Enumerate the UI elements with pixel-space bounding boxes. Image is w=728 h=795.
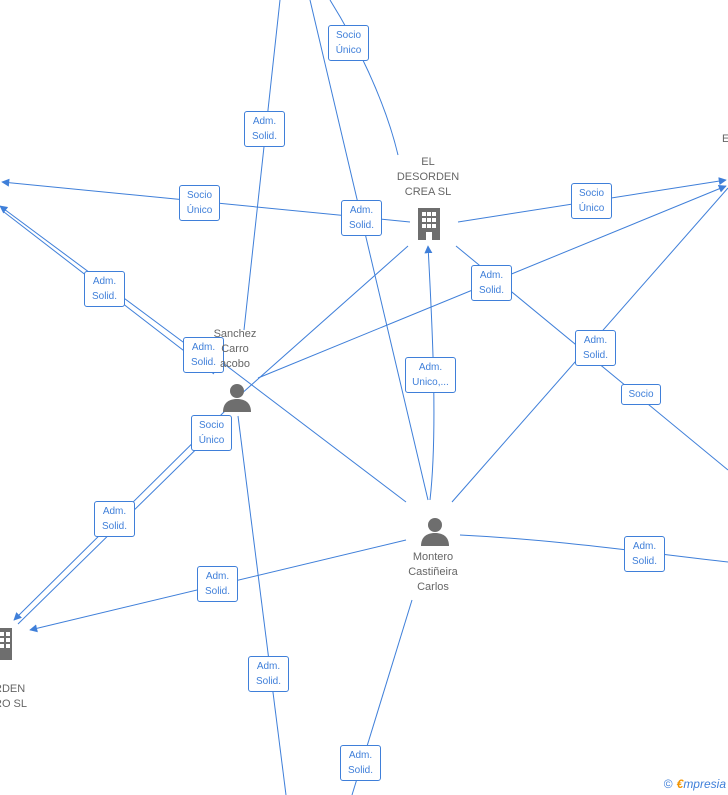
person-icon[interactable] (420, 516, 450, 546)
edge-label[interactable]: Adm. Solid. (84, 271, 125, 307)
edge-label[interactable]: Adm. Solid. (471, 265, 512, 301)
edge-line (237, 415, 287, 795)
edge-label[interactable]: Adm. Solid. (197, 566, 238, 602)
edge-label[interactable]: Socio Único (328, 25, 369, 61)
building-icon[interactable] (0, 626, 14, 662)
node-label-el-desorden-crea: EL DESORDEN CREA SL (396, 156, 460, 198)
edge-label[interactable]: Adm. Solid. (244, 111, 285, 147)
edge-line (329, 0, 399, 156)
building-icon[interactable] (415, 206, 443, 242)
edge-label[interactable]: Socio Único (571, 183, 612, 219)
edge-line (189, 337, 407, 503)
edge-line (459, 534, 728, 563)
edge-label[interactable]: Socio Único (179, 185, 220, 221)
edge-label[interactable]: Socio Único (191, 415, 232, 451)
edge-label[interactable]: Adm. Solid. (340, 745, 381, 781)
edge-label[interactable]: Adm. Solid. (94, 501, 135, 537)
edge-line (309, 0, 429, 501)
edge-line (243, 0, 281, 331)
edge-label[interactable]: Adm. Solid. (341, 200, 382, 236)
edge-label[interactable]: Adm. Solid. (624, 536, 665, 572)
node-label-bottom-left-company: RDEN RO SL (0, 683, 28, 710)
node-label-montero: Montero Castiñeira Carlos (408, 551, 458, 593)
edge-label[interactable]: Socio (621, 384, 661, 405)
node-label-sanchez-carro: Sanchez Carro acobo (213, 328, 257, 370)
edge-label[interactable]: Adm. Solid. (183, 337, 224, 373)
brand-first-letter: € (676, 777, 684, 791)
edge-label[interactable]: Adm. Unico,... (405, 357, 456, 393)
brand-name: mpresia (683, 777, 726, 791)
empresia-brand[interactable]: ©€mpresia (664, 777, 726, 791)
edge-line (239, 245, 409, 396)
node-label-right-cut: E (722, 133, 728, 145)
edge-label[interactable]: Adm. Solid. (248, 656, 289, 692)
copyright-symbol: © (663, 777, 673, 791)
edge-label[interactable]: Adm. Solid. (575, 330, 616, 366)
person-icon[interactable] (222, 382, 252, 412)
